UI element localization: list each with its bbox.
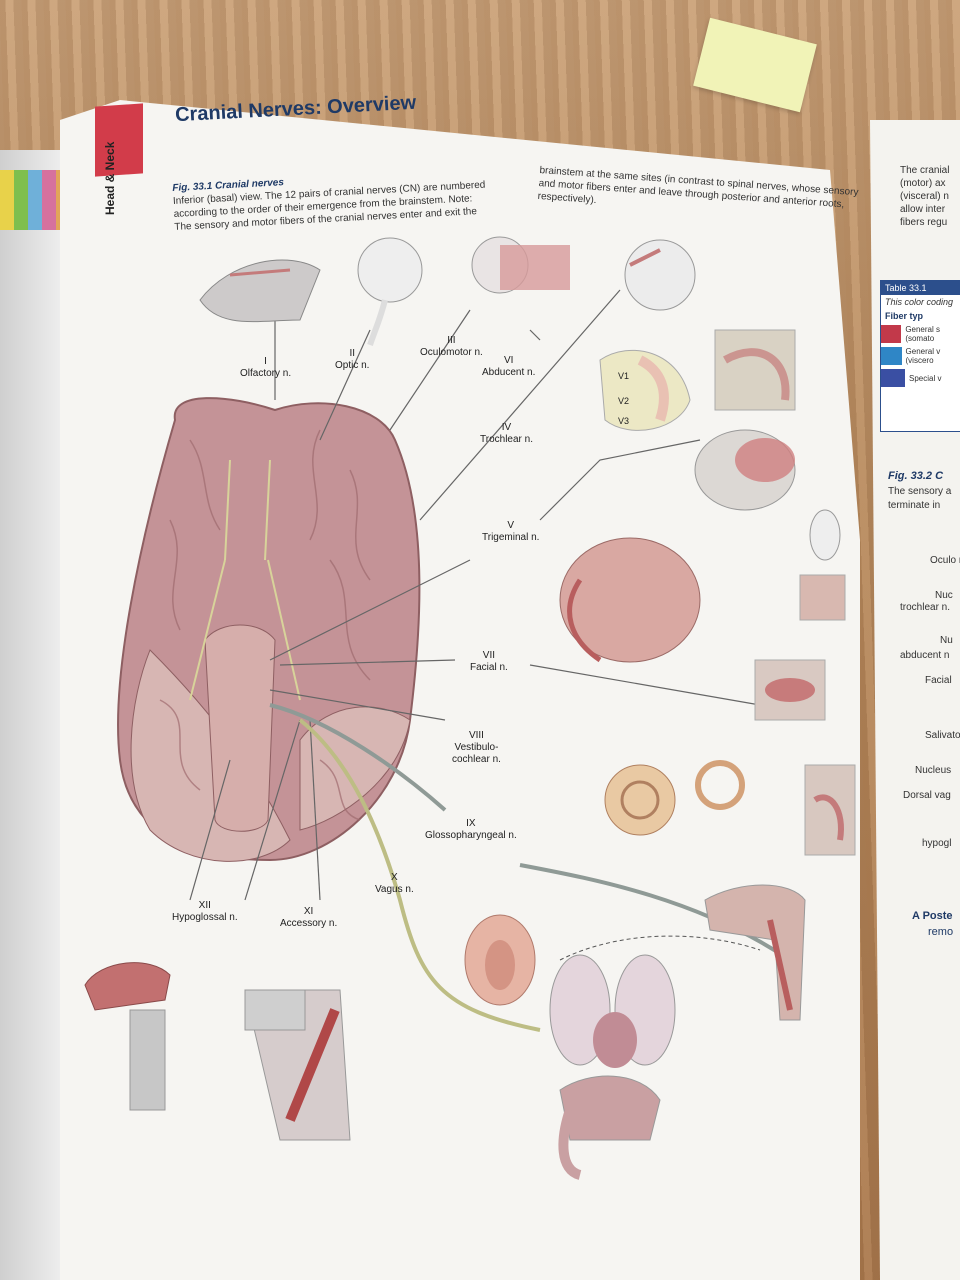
table-caption: This color coding	[885, 297, 954, 307]
right-label-10: hypogl	[922, 838, 952, 849]
right-page-text-3: (visceral) n	[900, 191, 949, 202]
thick-nerves	[269, 703, 792, 962]
leader-lines	[189, 289, 761, 901]
skull-muscles-sketch	[694, 429, 796, 511]
right-label-7: Salivato	[925, 730, 960, 741]
table-label: Table 33.1	[881, 281, 960, 295]
right-label-9: Dorsal vag	[903, 790, 951, 801]
trigeminal-branch-v2: V2	[618, 396, 630, 406]
salivary-sketch	[754, 659, 826, 721]
inner-ear-sketch	[604, 760, 745, 836]
right-label-6: Facial	[925, 675, 952, 686]
right-page-text-4: allow inter	[900, 204, 946, 215]
right-caption-a2: remo	[928, 926, 954, 938]
eyeball-optic	[357, 237, 423, 346]
ear-sketch	[464, 914, 536, 1006]
right-label-3: trochlear n.	[900, 602, 951, 613]
eye-small-sketch	[799, 509, 846, 621]
right-caption-a: A Poste	[912, 910, 953, 922]
neck-accessory-sketch	[244, 989, 351, 1141]
facial-head-sketch	[559, 537, 701, 663]
table-row-1: General s (somato	[881, 323, 960, 345]
right-label-4: Nu	[940, 635, 953, 646]
table-row-2: General v (viscero	[881, 345, 960, 367]
right-page-text-5: fibers regu	[900, 217, 948, 228]
right-label-2: Nuc	[935, 590, 953, 601]
head-section-sketch	[714, 329, 796, 411]
right-label-5: abducent n	[900, 650, 950, 661]
color-coding-table: Table 33.1 This color coding Fiber typ G…	[880, 280, 960, 432]
right-fig-text-1: The sensory a	[888, 486, 952, 497]
eye-trochlear	[624, 239, 696, 311]
page-edges	[0, 150, 70, 1280]
olfactory-sketch	[199, 259, 321, 323]
trigeminal-branch-v3: V3	[618, 416, 630, 426]
trigeminal-branch-v1: V1	[618, 371, 630, 381]
thoracic-organs-sketch	[549, 935, 761, 1180]
trigeminal-face-sketch	[599, 349, 691, 431]
vagus-nerve	[298, 718, 541, 1032]
right-fig-text-2: terminate in	[888, 500, 941, 511]
tongue-hypoglossal-sketch	[84, 962, 171, 1111]
right-page-text-1: The cranial	[900, 165, 950, 176]
right-fig-label: Fig. 33.2 C	[888, 470, 944, 482]
table-header: Fiber typ	[885, 311, 924, 321]
tongue-pharynx-sketch	[704, 884, 806, 1021]
table-row-3: Special v	[881, 367, 960, 389]
pharynx-sketch	[804, 764, 856, 856]
right-label-8: Nucleus	[915, 765, 952, 776]
eye-muscles-oculomotor	[471, 236, 570, 294]
right-label-1: Oculo nucl	[930, 555, 960, 566]
brain-inferior-view	[117, 397, 421, 862]
right-page-text-2: (motor) ax	[900, 178, 946, 189]
